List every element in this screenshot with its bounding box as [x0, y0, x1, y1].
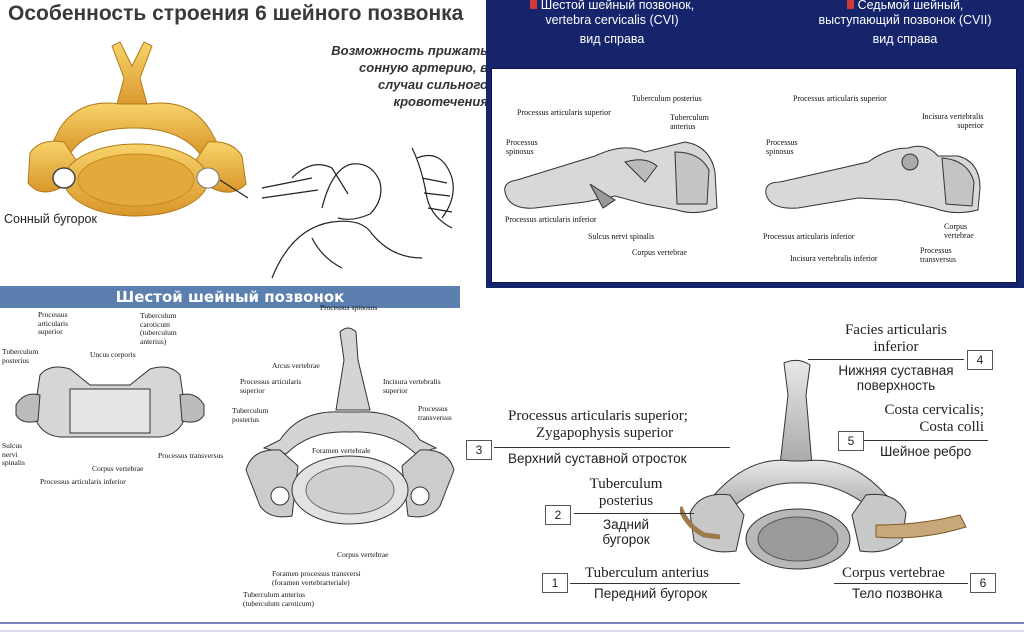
- note-line: сонную артерию, в: [359, 60, 488, 75]
- leader-line: [834, 583, 968, 584]
- mid-corpus2: Corpus vertebrae: [337, 550, 389, 559]
- mid-uncus: Uncus corporis: [90, 350, 136, 359]
- leader-line: [808, 359, 964, 360]
- label-tub-ant-ru: Передний бугорок: [594, 586, 708, 601]
- label-c7-proc-art-inf: Processus articularis inferior: [763, 232, 855, 241]
- heading-line: вид справа: [579, 32, 645, 46]
- red-marker-icon: [846, 0, 854, 9]
- c6-lateral-heading: Шестой шейный позвонок, vertebra cervica…: [497, 0, 727, 47]
- label-corpus-ru: Тело позвонка: [852, 586, 943, 601]
- mid-tub-ant: Tuberculum anterius(tuberculum caroticum…: [243, 590, 315, 608]
- mid-foramen-transv: Foramen processus transversi(foramen ver…: [272, 569, 361, 587]
- label-costa-ru: Шейное ребро: [880, 444, 972, 459]
- label-sulcus: Sulcus nervi spinalis: [588, 232, 655, 241]
- carotid-compression-sketch: [261, 147, 454, 279]
- red-marker-icon: [529, 0, 537, 9]
- c7-lateral-illustration: [765, 145, 981, 214]
- number-box: 2: [545, 505, 571, 525]
- heading-line: Седьмой шейный,: [790, 0, 1020, 13]
- carotid-note: Возможность прижать сонную артерию, в сл…: [268, 42, 488, 110]
- leader-line: [570, 583, 740, 584]
- note-line: случаи сильного: [377, 77, 488, 92]
- label-c7-proc-art-sup: Processus articularis superior: [793, 94, 887, 103]
- c7-lateral-heading: Седьмой шейный, выступающий позвонок (CV…: [790, 0, 1020, 47]
- label-corpus: Corpus vertebrae: [632, 248, 687, 257]
- mid-proc-transv: Processus transversus: [158, 451, 224, 460]
- mid-arcus: Arcus vertebrae: [272, 361, 320, 370]
- c6-lateral-illustration: [504, 141, 718, 214]
- heading-line: Шестой шейный позвонок,: [497, 0, 727, 13]
- heading-line: выступающий позвонок (CVII): [818, 13, 992, 27]
- c6-anterior-illustration: [15, 366, 205, 438]
- label-tub-ant-latin: Tuberculum anterius: [585, 565, 710, 581]
- leader-line: [838, 440, 988, 441]
- note-line: кровотечения: [393, 94, 489, 109]
- number-box: 3: [466, 440, 492, 460]
- label-tuberculum-posterius: Tuberculum posterius: [632, 94, 702, 103]
- mid-foramen: Foramen vertebrale: [312, 446, 371, 455]
- footer-divider: [0, 630, 1024, 632]
- banner-title: Шестой шейный позвонок: [115, 288, 345, 306]
- label-proc-art-sup: Processus articularis superior: [517, 108, 611, 117]
- note-line: Возможность прижать: [331, 43, 488, 58]
- number-box: 4: [967, 350, 993, 370]
- label-zyg-ru: Верхний суставной отросток: [508, 451, 687, 466]
- c6-yellow-vertebra-illustration: [27, 41, 249, 217]
- c6-superior-illustration: [245, 327, 455, 525]
- mid-corpus: Corpus vertebrae: [92, 464, 144, 473]
- c6-banner: Шестой шейный позвонок: [0, 286, 460, 308]
- label-c7-incisura-inf: Incisura vertebralis inferior: [790, 254, 878, 263]
- number-box: 1: [542, 573, 568, 593]
- number-box: 6: [970, 573, 996, 593]
- c7-superior-illustration: [680, 359, 967, 570]
- footer-divider: [0, 622, 1024, 624]
- mid-proc-art-inf: Processus articularis inferior: [40, 477, 126, 486]
- carotid-tubercle-label: Сонный бугорок: [4, 212, 97, 226]
- label-zyg-latin: Processus articularis superior;Zygapophy…: [508, 408, 688, 441]
- number-box: 5: [838, 431, 864, 451]
- leader-line: [574, 513, 694, 514]
- leader-line: [494, 447, 730, 448]
- page-title: Особенность строения 6 шейного позвонка: [8, 2, 464, 25]
- heading-line: vertebra cervicalis (CVI): [545, 13, 679, 27]
- label-corpus-latin: Corpus vertebrae: [842, 565, 945, 581]
- mid-proc-spin: Processus spinosus: [320, 303, 378, 312]
- label-costa-latin: Costa cervicalis;Costa colli: [884, 402, 984, 435]
- label-proc-art-inf: Processus articularis inferior: [505, 215, 597, 224]
- heading-line: вид справа: [872, 32, 938, 46]
